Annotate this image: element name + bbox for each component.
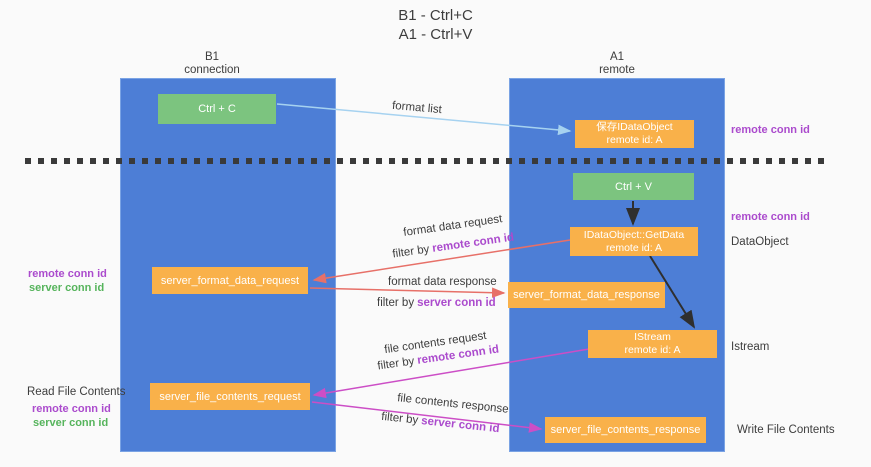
annotation-server-conn-id-left2: server conn id [33, 417, 109, 429]
node-ctrl-c: Ctrl + C [158, 94, 276, 124]
server-conn-id-text: server conn id [417, 297, 496, 309]
node-format-response-label: server_format_data_response [513, 289, 660, 301]
filter-by-text: filter by [377, 297, 415, 309]
lane-header-a1: A1 remote [537, 51, 697, 77]
annotation-read-file-contents: Read File Contents [27, 386, 126, 398]
node-file-request-label: server_file_contents_request [159, 390, 301, 403]
node-istream: IStream remote id: A [588, 330, 717, 358]
arrow-format-data-response [309, 287, 506, 298]
lane-header-b1: B1 connection [132, 51, 292, 77]
node-server-format-data-response: server_format_data_response [508, 282, 665, 308]
lane-b1-role: connection [184, 64, 240, 76]
node-file-response-label: server_file_contents_response [550, 424, 701, 436]
filter-by-text: filter by [376, 355, 416, 373]
node-ctrl-c-label: Ctrl + C [198, 103, 236, 115]
annotation-remote-conn-id-top: remote conn id [731, 124, 810, 136]
label-format-list: format list [391, 99, 443, 117]
node-getdata-line1: IDataObject::GetData [583, 228, 685, 241]
lane-b1-name: B1 [204, 51, 220, 63]
node-ctrl-v-label: Ctrl + V [615, 180, 652, 193]
filter-by-text: filter by [391, 243, 431, 261]
annotation-remote-conn-id-left2: remote conn id [32, 403, 111, 415]
node-idataobject-getdata: IDataObject::GetData remote id: A [570, 227, 698, 256]
node-getdata-line2: remote id: A [605, 241, 663, 254]
server-conn-id-text: server conn id [420, 415, 501, 436]
node-save-idataobject-line1: 保存IDataObject [596, 121, 673, 133]
node-save-idataobject-line2: remote id: A [606, 134, 663, 146]
title-line-2: A1 - Ctrl+V [398, 26, 473, 43]
annotation-dataobject: DataObject [731, 236, 789, 248]
node-format-request-label: server_format_data_request [160, 274, 300, 287]
label-file-contents-response: file contents response [396, 392, 510, 416]
remote-conn-id-text: remote conn id [431, 231, 515, 255]
lane-a1-name: A1 [609, 51, 625, 63]
title-line-1: B1 - Ctrl+C [398, 7, 473, 24]
node-server-file-contents-response: server_file_contents_response [545, 417, 706, 443]
filter-by-text: filter by [380, 410, 419, 427]
lane-a1-role: remote [599, 64, 635, 76]
label-format-data-response: format data response [388, 276, 497, 288]
annotation-server-conn-id-left1: server conn id [29, 282, 105, 294]
node-server-file-contents-request: server_file_contents_request [150, 383, 310, 410]
node-istream-line2: remote id: A [624, 344, 681, 356]
node-save-idataobject: 保存IDataObject remote id: A [575, 120, 694, 148]
annotation-remote-conn-id-left1: remote conn id [28, 268, 107, 280]
annotation-remote-conn-id-mid: remote conn id [731, 211, 810, 223]
node-ctrl-v: Ctrl + V [573, 173, 694, 200]
annotation-write-file-contents: Write File Contents [737, 424, 835, 436]
annotation-istream: Istream [731, 341, 770, 353]
phase-separator-dashed-line [25, 158, 831, 164]
node-istream-line1: IStream [634, 331, 671, 343]
node-server-format-data-request: server_format_data_request [152, 267, 308, 294]
diagram-title: B1 - Ctrl+C A1 - Ctrl+V [0, 6, 871, 44]
